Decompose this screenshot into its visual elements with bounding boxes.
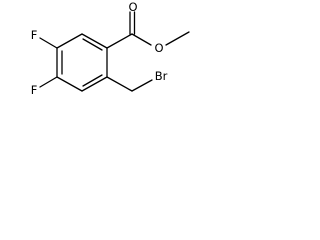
ring-double-bond-inner — [82, 38, 103, 51]
ring-bond — [56, 33, 83, 49]
ring-bond — [81, 76, 108, 92]
benzene-ring — [56, 33, 108, 92]
ring-double-bond-inner — [82, 74, 103, 87]
fluorine-substituents — [39, 37, 58, 88]
ester-oxygen-label: O — [154, 41, 163, 55]
chemical-structure-diagram: F F Br O O — [31, 0, 190, 97]
bond-carbonyl-to-ester-oxygen — [131, 33, 152, 46]
bond-ring-to-ch2 — [106, 76, 133, 92]
methyl-ester-group — [106, 11, 190, 49]
bond-to-fluorine-top — [39, 37, 58, 49]
bromine-label: Br — [155, 69, 168, 83]
atom-labels: F F Br O O — [31, 0, 168, 97]
bromomethyl-group — [106, 76, 153, 92]
bond-ch2-to-bromine — [131, 79, 153, 92]
bond-ring-to-carbonyl-carbon — [106, 33, 133, 49]
carbonyl-oxygen-label: O — [128, 0, 137, 14]
bond-to-fluorine-bottom — [39, 76, 58, 88]
bond-ester-oxygen-to-methyl — [165, 31, 190, 46]
ring-bond — [81, 33, 108, 49]
fluorine-label-top: F — [31, 28, 38, 42]
ring-bond — [56, 76, 83, 92]
fluorine-label-bottom: F — [31, 83, 38, 97]
